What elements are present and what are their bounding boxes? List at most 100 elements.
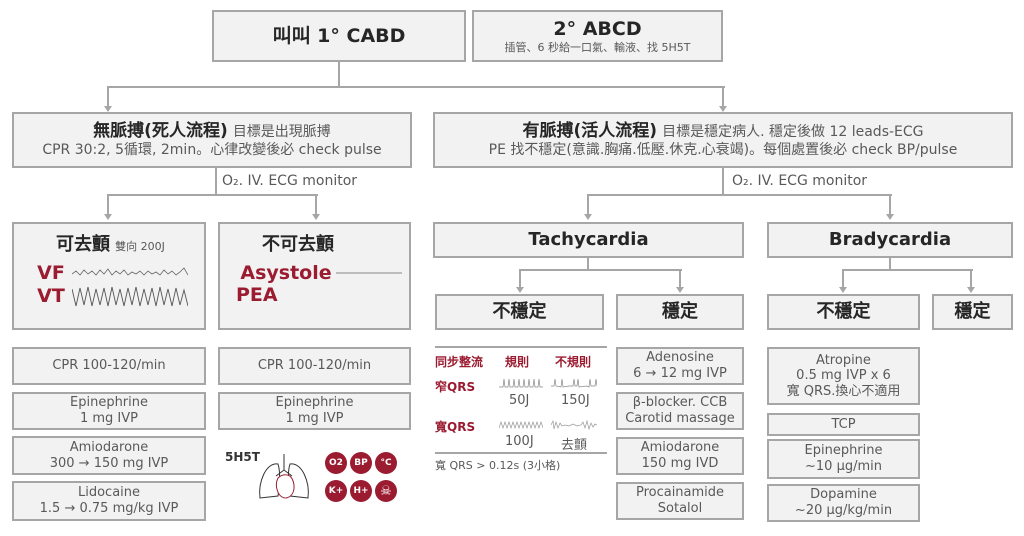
step-line: 6 → 12 mg IVP — [633, 366, 727, 381]
step-line: CPR 100-120/min — [52, 358, 166, 374]
step-line: CPR 100-120/min — [257, 358, 372, 374]
pulseless-title: 無脈搏(死人流程) — [93, 121, 228, 142]
step-line: Lidocaine — [77, 485, 141, 501]
hts-label: 5H5T — [225, 450, 260, 464]
arrow-down-icon — [839, 287, 847, 293]
step-box: TCP — [767, 413, 920, 436]
nonshockable-title: 不可去顫 — [262, 234, 334, 255]
connector — [889, 194, 891, 214]
shockable-energy: 雙向 200J — [115, 240, 165, 253]
pulse-goal: 目標是穩定病人. 穩定後做 12 leads-ECG — [662, 124, 924, 141]
wide-regular-energy: 100J — [505, 434, 534, 449]
connector — [108, 194, 318, 196]
shockable-title: 可去顫 — [56, 234, 110, 255]
sync-header: 同步整流 — [435, 355, 484, 369]
connector — [970, 269, 972, 287]
connector — [587, 258, 589, 270]
secondary-survey-title: 2° ABCD — [553, 18, 642, 40]
step-line: Atropine — [816, 352, 871, 368]
arrow-down-icon — [886, 214, 894, 220]
hts-hydrogen-icon: H+ — [350, 480, 372, 502]
regular-header: 規則 — [505, 355, 530, 369]
arrow-down-icon — [967, 287, 975, 293]
step-line: Epinephrine — [804, 443, 883, 459]
vf-waveform-icon — [72, 267, 188, 276]
step-line: 1 mg IVP — [79, 411, 139, 426]
rhythm-vf: VF — [37, 261, 65, 284]
synchronized-cardioversion-table: 同步整流 規則 不規則 窄QRS 50J 150J 寬QRS 100J 去顫 寬… — [435, 346, 607, 472]
arrow-down-icon — [719, 106, 727, 112]
brady-unstable-box: 不穩定 — [767, 294, 920, 330]
step-line: TCP — [831, 416, 856, 432]
connector — [588, 194, 892, 196]
pulse-title: 有脈搏(活人流程) — [522, 121, 658, 142]
pulse-box: 有脈搏(活人流程) 目標是穩定病人. 穩定後做 12 leads-ECG PE … — [433, 112, 1013, 168]
step-line: Dopamine — [810, 487, 877, 503]
step-box: Epinephrine~10 µg/min — [767, 439, 920, 479]
step-line: Amiodarone — [69, 439, 149, 455]
step-line: ~20 µg/kg/min — [794, 503, 893, 518]
step-line: Adenosine — [646, 350, 714, 366]
step-line: Epinephrine — [70, 395, 148, 411]
rhythm-asystole: Asystole — [240, 261, 332, 284]
step-line: Carotid massage — [625, 411, 735, 426]
hts-bp-icon: BP — [350, 452, 372, 474]
step-line: 寬 QRS.換心不適用 — [786, 383, 901, 399]
step-line: 150 mg IVD — [641, 456, 719, 471]
brady-stable-box: 穩定 — [932, 294, 1013, 330]
lungs-heart-icon — [259, 454, 309, 499]
connector — [107, 86, 109, 106]
pulseless-detail: CPR 30:2, 5循環, 2min。心律改變後必 check pulse — [42, 141, 382, 158]
monitor-label-left: O₂. IV. ECG monitor — [222, 173, 358, 189]
connector — [338, 62, 340, 88]
hts-potassium-icon: K+ — [325, 480, 347, 502]
narrow-regular-ecg-icon — [499, 378, 543, 388]
arrow-down-icon — [104, 106, 112, 112]
connector — [722, 168, 724, 196]
step-line: 0.5 mg IVP x 6 — [796, 368, 891, 384]
step-line: 1.5 → 0.75 mg/kg IVP — [39, 501, 179, 516]
vt-waveform-icon — [72, 287, 188, 307]
tachy-unstable-label: 不穩定 — [492, 301, 547, 323]
wide-qrs-label: 寬QRS — [435, 420, 476, 434]
nonshockable-box: 不可去顫 Asystole PEA — [218, 222, 411, 330]
brady-stable-label: 穩定 — [954, 301, 991, 323]
tachycardia-box: Tachycardia — [433, 222, 744, 258]
wide-regular-ecg-icon — [499, 420, 543, 430]
arrow-down-icon — [676, 287, 684, 293]
arrow-down-icon — [516, 287, 524, 293]
connector — [519, 269, 521, 287]
tachy-stable-box: 穩定 — [616, 294, 744, 330]
step-line: Amiodarone — [640, 440, 720, 456]
connector — [108, 86, 725, 88]
step-line: Epinephrine — [275, 395, 354, 411]
flatline-icon — [336, 272, 402, 274]
step-line: Sotalol — [657, 501, 703, 516]
narrow-irregular-energy: 150J — [561, 393, 590, 408]
connector — [679, 269, 681, 287]
connector — [722, 86, 724, 106]
rhythm-vt: VT — [37, 284, 65, 307]
step-box: Dopamine~20 µg/kg/min — [767, 484, 920, 522]
connector — [889, 258, 891, 270]
connector — [843, 269, 973, 271]
connector — [315, 194, 317, 214]
tachy-unstable-box: 不穩定 — [435, 294, 604, 330]
bradycardia-title: Bradycardia — [828, 229, 952, 251]
wide-qrs-note: 寬 QRS > 0.12s (3小格) — [435, 452, 607, 473]
tachycardia-title: Tachycardia — [528, 229, 649, 251]
connector — [520, 269, 682, 271]
primary-survey-box: 叫叫 1° CABD — [212, 10, 466, 62]
hts-toxin-skull-icon: ☠ — [375, 480, 397, 502]
rhythm-pea: PEA — [236, 284, 278, 307]
step-line: β-blocker. CCB — [632, 395, 728, 411]
connector — [215, 168, 217, 196]
